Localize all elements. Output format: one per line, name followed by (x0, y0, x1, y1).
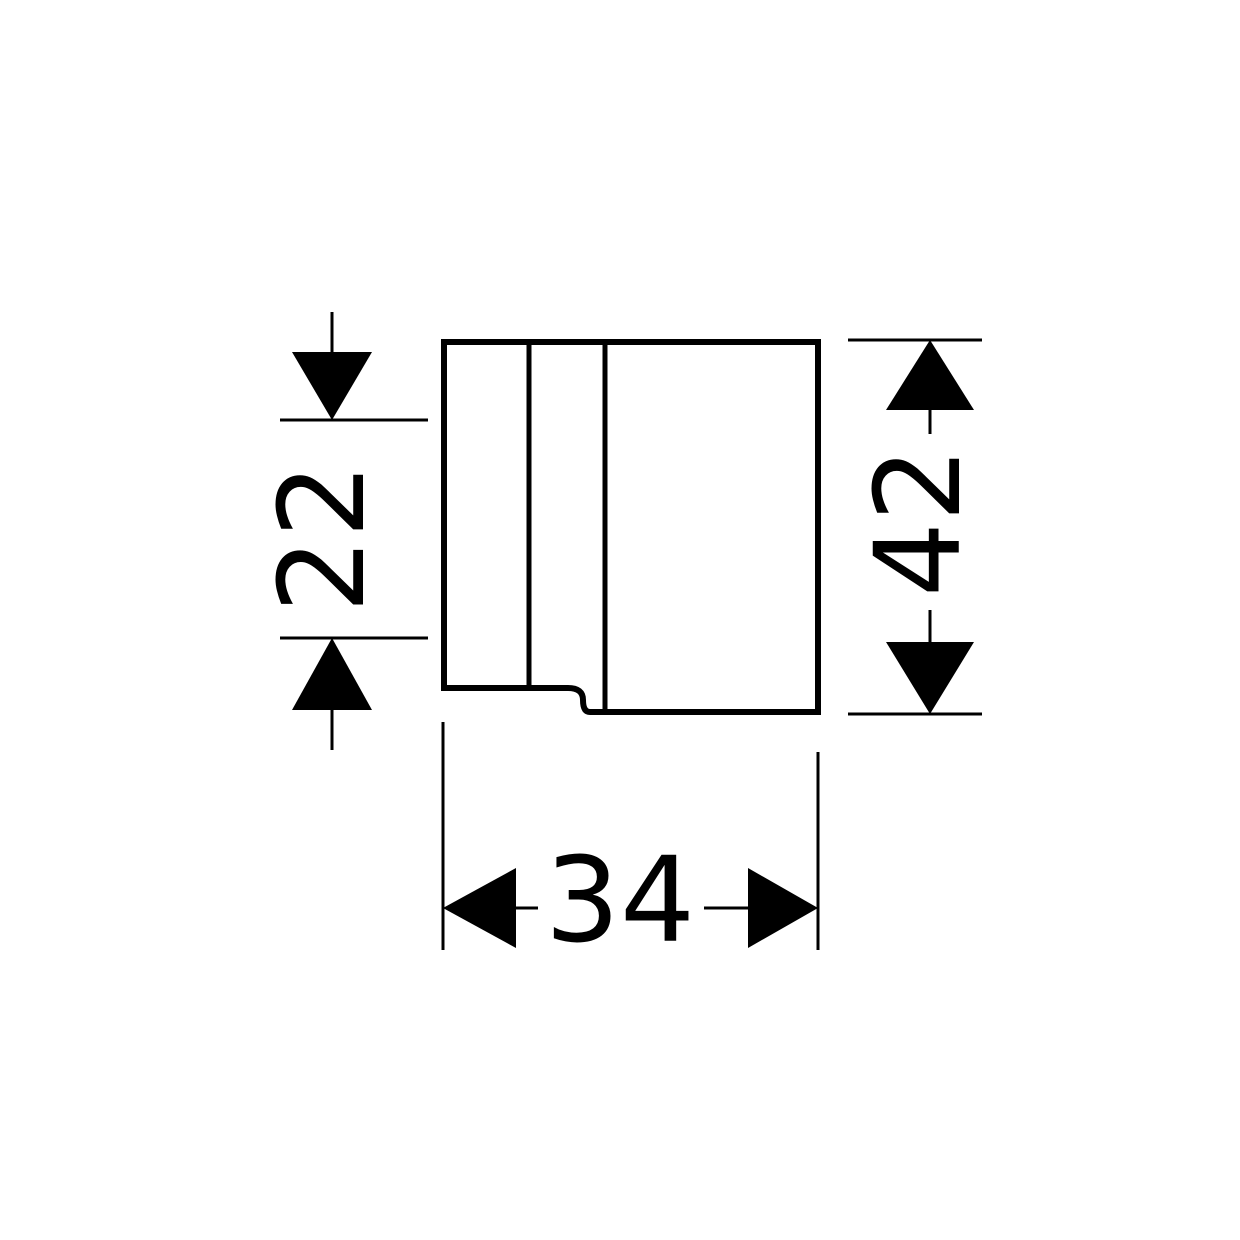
part-body (441, 339, 821, 715)
dimension-depth: 22 (253, 312, 428, 750)
arrow-up-icon (886, 340, 974, 410)
dimension-label-depth: 22 (253, 463, 391, 613)
arrow-left-icon (443, 868, 516, 948)
dimension-width: 34 (441, 722, 820, 969)
arrow-down-icon (886, 642, 974, 714)
arrow-down-icon (292, 352, 372, 420)
arrow-right-icon (748, 868, 818, 948)
part-outline (441, 339, 821, 715)
dimension-height: 42 (848, 338, 987, 716)
dimension-label-height: 42 (849, 447, 987, 597)
dimension-label-width: 34 (545, 831, 695, 969)
arrow-up-icon (292, 638, 372, 710)
